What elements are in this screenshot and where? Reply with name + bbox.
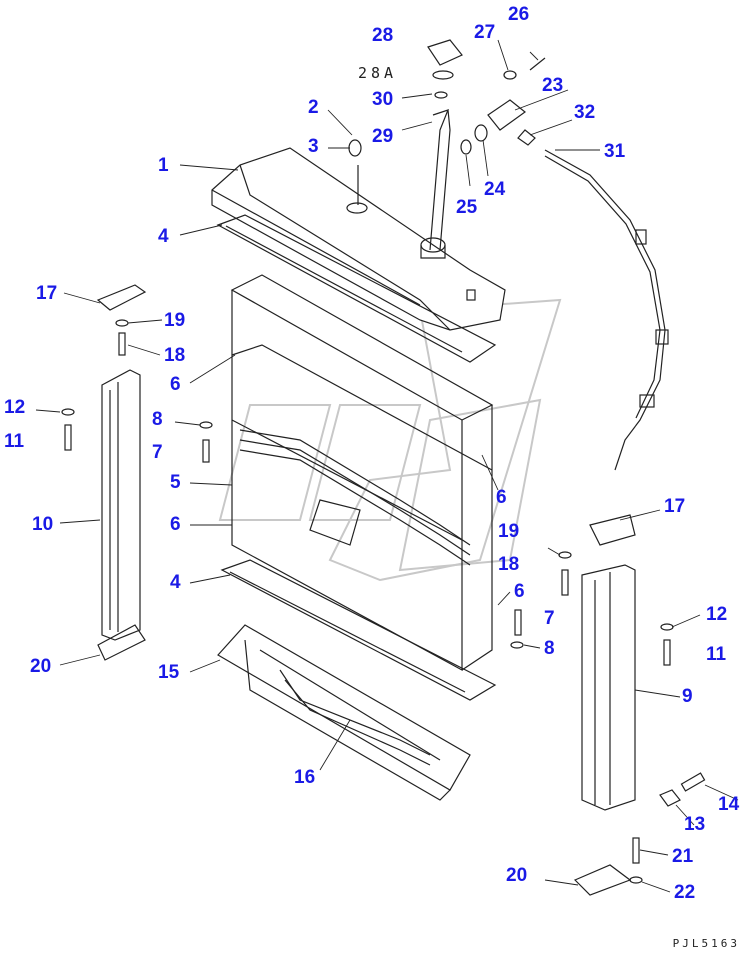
callout-31: 31 bbox=[604, 141, 626, 162]
callout-6-b: 6 bbox=[170, 514, 181, 535]
callout-19-left: 19 bbox=[164, 310, 186, 331]
callout-1: 1 bbox=[158, 155, 169, 176]
leader-lines bbox=[35, 39, 739, 893]
callout-15: 15 bbox=[158, 662, 180, 683]
watermark-logo bbox=[218, 298, 562, 582]
callout-6-d: 6 bbox=[514, 581, 525, 602]
callout-7-left: 7 bbox=[152, 442, 163, 463]
fasteners bbox=[61, 319, 706, 884]
callout-16: 16 bbox=[294, 767, 316, 788]
callout-3: 3 bbox=[308, 136, 319, 157]
bottom-tank bbox=[217, 624, 471, 801]
callout-7-right: 7 bbox=[544, 608, 555, 629]
callout-21: 21 bbox=[672, 846, 694, 867]
callout-14: 14 bbox=[718, 794, 740, 815]
callout-6-a: 6 bbox=[170, 374, 181, 395]
right-side-plate bbox=[573, 514, 636, 896]
callout-12-right: 12 bbox=[706, 604, 728, 625]
callout-18-right: 18 bbox=[498, 554, 520, 575]
callout-4-upper: 4 bbox=[158, 226, 169, 247]
callout-32: 32 bbox=[574, 102, 596, 123]
callout-6-c: 6 bbox=[496, 487, 507, 508]
callout-23: 23 bbox=[542, 75, 564, 96]
callout-26: 26 bbox=[508, 4, 530, 25]
callout-27: 27 bbox=[474, 22, 496, 43]
callout-12-left: 12 bbox=[4, 397, 26, 418]
callout-29: 29 bbox=[372, 126, 394, 147]
callout-18-left: 18 bbox=[164, 345, 186, 366]
callout-28a: 28A bbox=[358, 64, 398, 82]
lower-gasket bbox=[220, 559, 497, 701]
callout-30: 30 bbox=[372, 89, 394, 110]
callout-17-right: 17 bbox=[664, 496, 686, 517]
top-tank bbox=[211, 147, 506, 331]
callout-25: 25 bbox=[456, 197, 478, 218]
callout-28: 28 bbox=[372, 25, 394, 46]
callout-20-left: 20 bbox=[30, 656, 52, 677]
callout-20-right: 20 bbox=[506, 865, 528, 886]
callout-9: 9 bbox=[682, 686, 693, 707]
callout-13: 13 bbox=[684, 814, 706, 835]
upper-gasket bbox=[216, 214, 497, 363]
callout-4-lower: 4 bbox=[170, 572, 181, 593]
overflow-hose bbox=[544, 149, 669, 471]
callout-5: 5 bbox=[170, 472, 181, 493]
callout-8-right: 8 bbox=[544, 638, 555, 659]
drawing-code: PJL5163 bbox=[672, 937, 740, 950]
callout-10: 10 bbox=[32, 514, 54, 535]
callout-11-left: 11 bbox=[4, 431, 25, 452]
callout-22: 22 bbox=[674, 882, 696, 903]
callout-17-left: 17 bbox=[36, 283, 58, 304]
callout-8-left: 8 bbox=[152, 409, 163, 430]
callout-11-right: 11 bbox=[706, 644, 727, 665]
left-side-plate bbox=[96, 284, 147, 661]
radiator-core bbox=[230, 274, 494, 672]
filler-parts bbox=[348, 39, 546, 251]
callout-2: 2 bbox=[308, 97, 319, 118]
callout-19-right: 19 bbox=[498, 521, 520, 542]
callout-24: 24 bbox=[484, 179, 506, 200]
